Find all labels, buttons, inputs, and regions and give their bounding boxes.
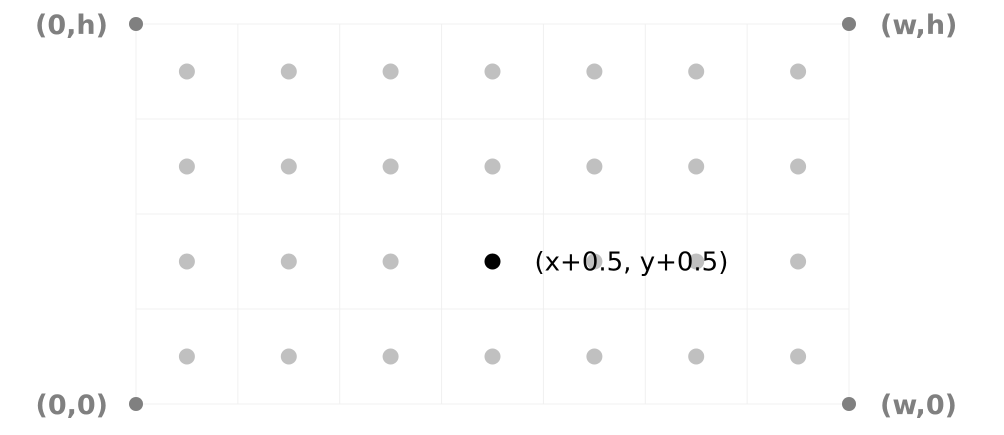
pixel-center-dot bbox=[484, 63, 501, 80]
pixel-center-dot bbox=[586, 253, 603, 270]
pixel-center-dot bbox=[790, 253, 807, 270]
corner-label-bottom-left: (0,0) bbox=[35, 390, 108, 421]
pixel-center-dot bbox=[484, 348, 501, 365]
pixel-center-dot bbox=[586, 158, 603, 175]
corner-dot-top-left bbox=[129, 17, 143, 31]
pixel-center-dot bbox=[382, 63, 399, 80]
pixel-centers bbox=[178, 63, 807, 365]
pixel-center-dot bbox=[280, 63, 297, 80]
pixel-center-dot bbox=[382, 158, 399, 175]
pixel-center-dot bbox=[790, 63, 807, 80]
pixel-center-dot bbox=[790, 348, 807, 365]
pixel-center-dot bbox=[586, 63, 603, 80]
corner-label-top-right: (w,h) bbox=[880, 10, 957, 41]
pixel-center-dot bbox=[688, 63, 705, 80]
corner-dot-bottom-right bbox=[842, 397, 856, 411]
pixel-center-dot bbox=[280, 158, 297, 175]
pixel-center-dot bbox=[280, 253, 297, 270]
pixel-center-dot bbox=[586, 348, 603, 365]
pixel-center-dot bbox=[178, 158, 195, 175]
pixel-center-dot bbox=[688, 158, 705, 175]
pixel-center-dot bbox=[790, 158, 807, 175]
corner-dot-top-right bbox=[842, 17, 856, 31]
corner-label-bottom-right: (w,0) bbox=[880, 390, 957, 421]
pixel-center-dot bbox=[178, 63, 195, 80]
pixel-center-dot bbox=[280, 348, 297, 365]
pixel-center-dot bbox=[688, 253, 705, 270]
pixel-center-dot bbox=[382, 348, 399, 365]
pixel-center-dot bbox=[688, 348, 705, 365]
pixel-center-dot bbox=[382, 253, 399, 270]
highlight-coordinate-label: (x+0.5, y+0.5) bbox=[535, 248, 729, 278]
corner-dot-bottom-left bbox=[129, 397, 143, 411]
pixel-center-dot bbox=[484, 158, 501, 175]
pixel-center-dot bbox=[178, 348, 195, 365]
corner-label-top-left: (0,h) bbox=[35, 10, 108, 41]
highlighted-pixel-center bbox=[484, 253, 501, 270]
grid-lines bbox=[135, 23, 850, 405]
pixel-center-dot bbox=[178, 253, 195, 270]
